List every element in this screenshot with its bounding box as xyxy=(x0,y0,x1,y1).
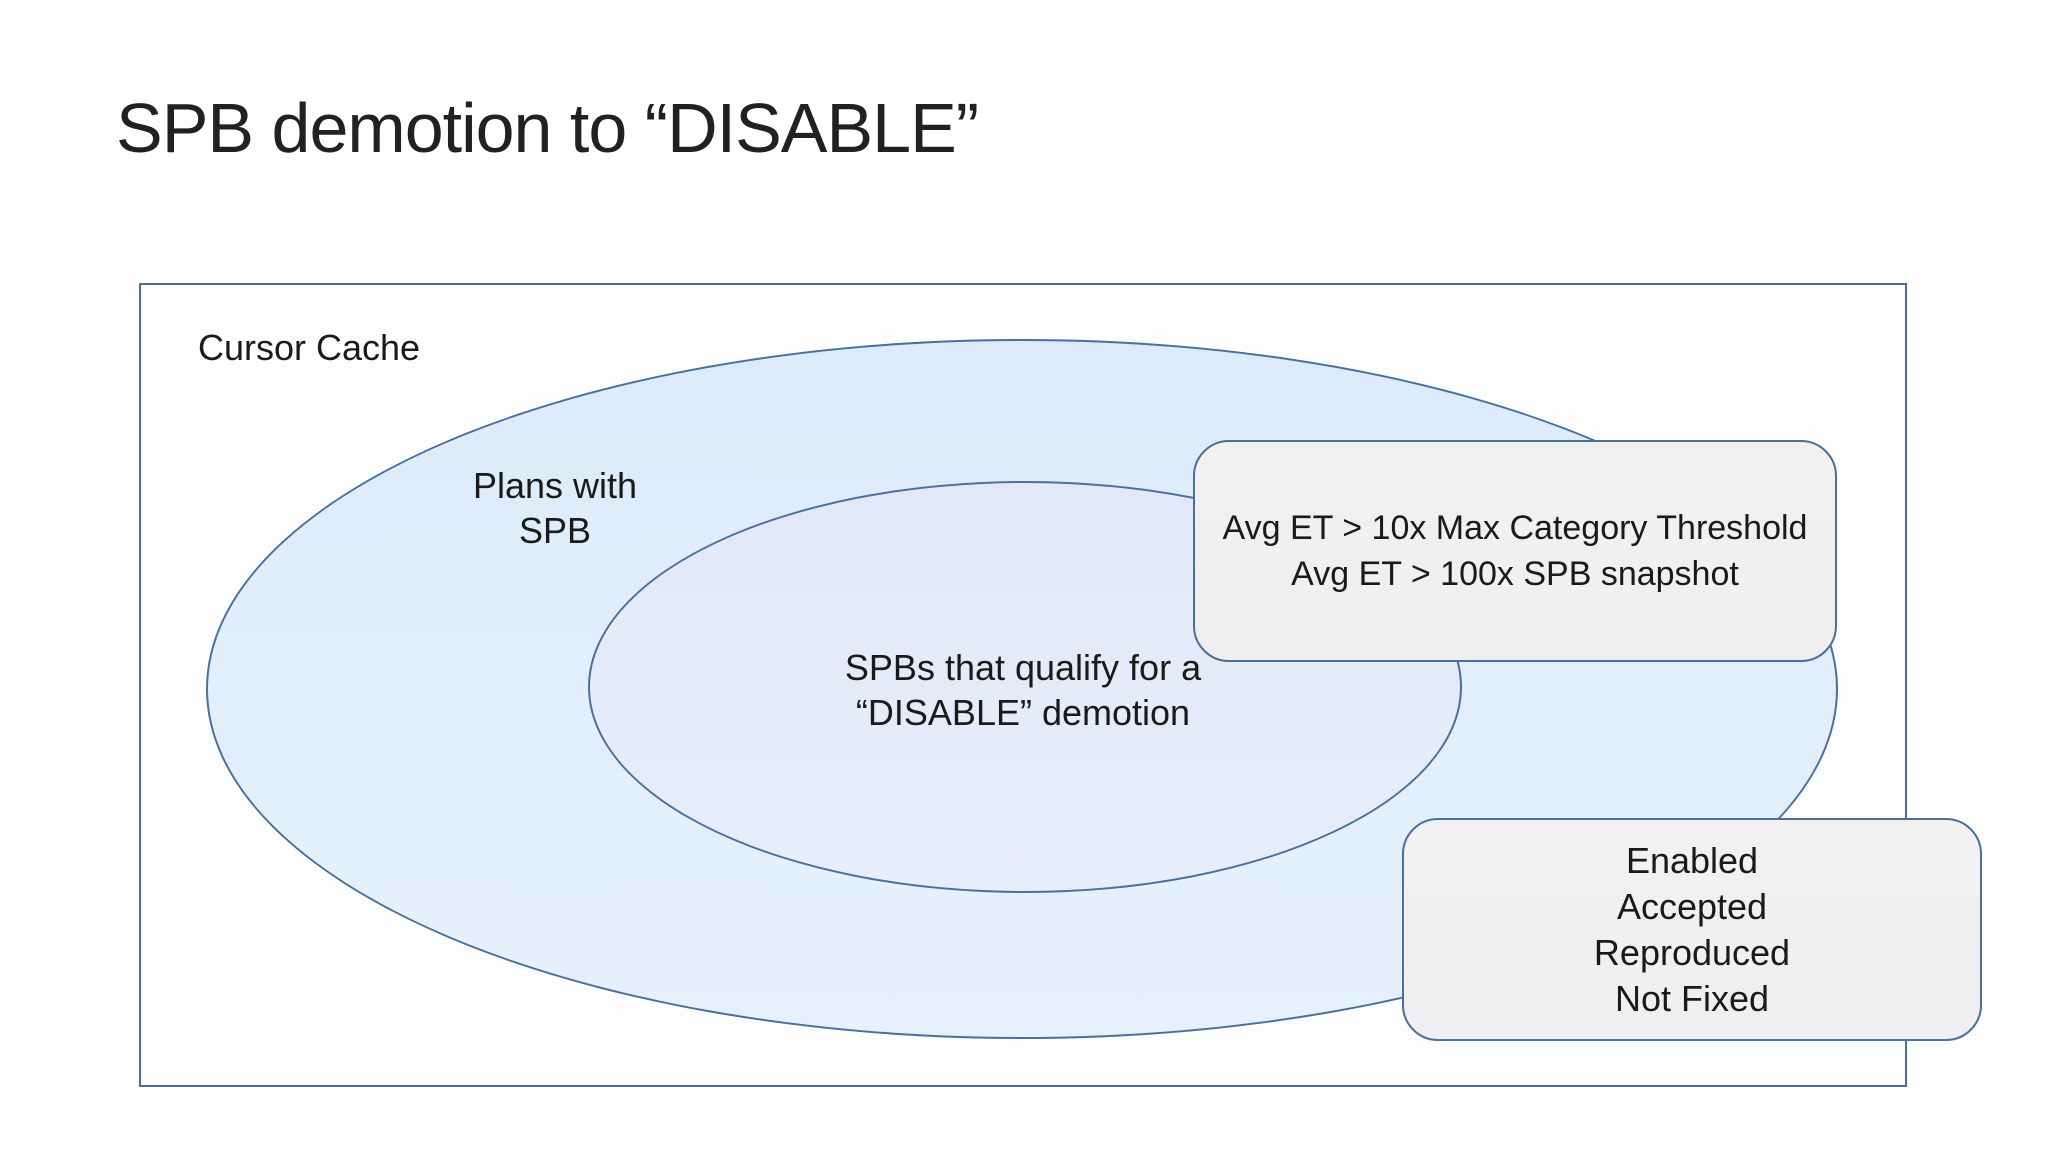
threshold-callout: Avg ET > 10x Max Category Threshold Avg … xyxy=(1193,440,1837,662)
status-callout-line4: Not Fixed xyxy=(1614,977,1770,1019)
threshold-callout-line1: Avg ET > 10x Max Category Threshold xyxy=(1222,509,1808,547)
plans-with-spb-label-line1: Plans with xyxy=(472,465,638,506)
cursor-cache-label: Cursor Cache xyxy=(198,327,421,368)
plans-with-spb-label: Plans with SPB xyxy=(455,463,655,553)
qualifying-spbs-label-line2: “DISABLE” demotion xyxy=(855,692,1191,733)
threshold-callout-line2: Avg ET > 100x SPB snapshot xyxy=(1291,555,1739,593)
status-callout-line1: Enabled xyxy=(1625,839,1759,881)
status-callout-line3: Reproduced xyxy=(1593,931,1791,973)
qualifying-spbs-label: SPBs that qualify for a “DISABLE” demoti… xyxy=(723,645,1323,735)
plans-with-spb-label-line2: SPB xyxy=(518,510,592,551)
qualifying-spbs-label-line1: SPBs that qualify for a xyxy=(844,647,1202,688)
slide-title: SPB demotion to “DISABLE” xyxy=(116,89,979,167)
status-callout: Enabled Accepted Reproduced Not Fixed xyxy=(1402,818,1982,1041)
status-callout-line2: Accepted xyxy=(1616,885,1768,927)
